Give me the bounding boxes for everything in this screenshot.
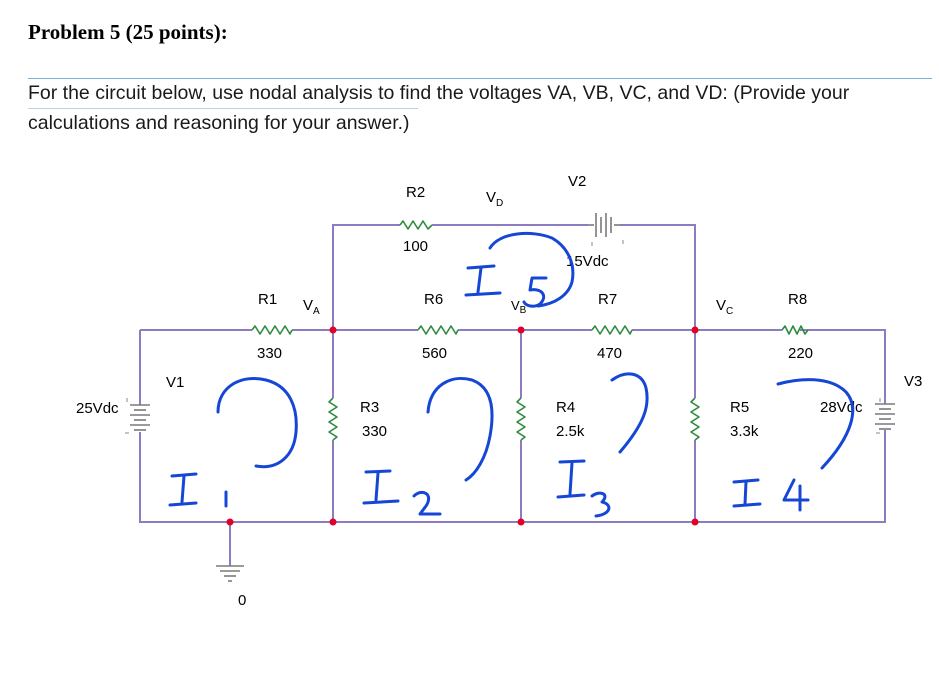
problem-title: Problem 5 (25 points): (28, 20, 228, 44)
ground-label: 0 (238, 592, 246, 609)
resistor-r5-label: R5 (730, 399, 749, 416)
loop-arc-3 (610, 372, 649, 454)
node-dots (226, 326, 699, 526)
resistor-r1-value: 330 (257, 345, 282, 362)
resistor-r8-symbol (781, 325, 809, 335)
loop-arc-2 (426, 377, 494, 482)
circuit-wires (139, 224, 886, 566)
node-vc-label: VC (716, 297, 733, 317)
node-dot (691, 518, 699, 526)
node-dot (329, 326, 337, 334)
resistor-r7-value: 470 (597, 345, 622, 362)
resistor-r3-symbol (328, 397, 338, 441)
resistor-r2-value: 100 (403, 238, 428, 255)
source-v1-value: 25Vdc (76, 400, 119, 417)
polarity-marks (125, 240, 881, 434)
node-dot (517, 326, 525, 334)
resistor-r5-symbol (690, 397, 700, 441)
node-vb-label: VB (511, 298, 527, 316)
resistor-r4-symbol (516, 397, 526, 441)
resistor-r1-symbol (251, 325, 293, 335)
source-v1-symbol (130, 404, 150, 431)
node-dot (691, 326, 699, 334)
source-v3-value: 28Vdc (820, 399, 863, 416)
source-v2-symbol (588, 213, 620, 237)
current-i5-label (464, 264, 548, 308)
resistor-r5-value: 3.3k (730, 423, 759, 440)
resistor-r4-label: R4 (556, 399, 575, 416)
source-v2-value: 15Vdc (566, 253, 609, 270)
loop-arc-5 (488, 231, 575, 308)
resistor-r2-symbol (399, 220, 433, 230)
source-v3-label: V3 (904, 373, 922, 390)
resistor-r4-value: 2.5k (556, 423, 585, 440)
current-i2-label (362, 469, 442, 516)
node-va-label: VA (303, 297, 320, 317)
source-v3-symbol (875, 403, 895, 430)
loop-arc-4 (776, 378, 855, 470)
resistor-r7-symbol (591, 325, 633, 335)
resistor-r6-symbol (417, 325, 459, 335)
text-underline (28, 108, 418, 109)
loop-arc-1 (216, 377, 298, 469)
resistor-r8-value: 220 (788, 345, 813, 362)
resistor-r6-value: 560 (422, 345, 447, 362)
current-i3-label (556, 459, 611, 518)
node-dot (517, 518, 525, 526)
current-i1-label (168, 472, 228, 508)
node-vd-label: VD (486, 189, 503, 209)
resistor-r2-label: R2 (406, 184, 425, 201)
resistor-r3-value: 330 (362, 423, 387, 440)
resistor-r3-label: R3 (360, 399, 379, 416)
resistor-r6-label: R6 (424, 291, 443, 308)
source-v2-label: V2 (568, 173, 586, 190)
current-i4-label (732, 478, 810, 512)
divider-line (28, 78, 932, 79)
node-dot (226, 518, 234, 526)
problem-statement: For the circuit below, use nodal analysi… (28, 82, 850, 134)
node-dot (329, 518, 337, 526)
source-v1-label: V1 (166, 374, 184, 391)
resistor-r7-label: R7 (598, 291, 617, 308)
ground-icon (216, 565, 244, 582)
resistor-r1-label: R1 (258, 291, 277, 308)
resistor-r8-label: R8 (788, 291, 807, 308)
